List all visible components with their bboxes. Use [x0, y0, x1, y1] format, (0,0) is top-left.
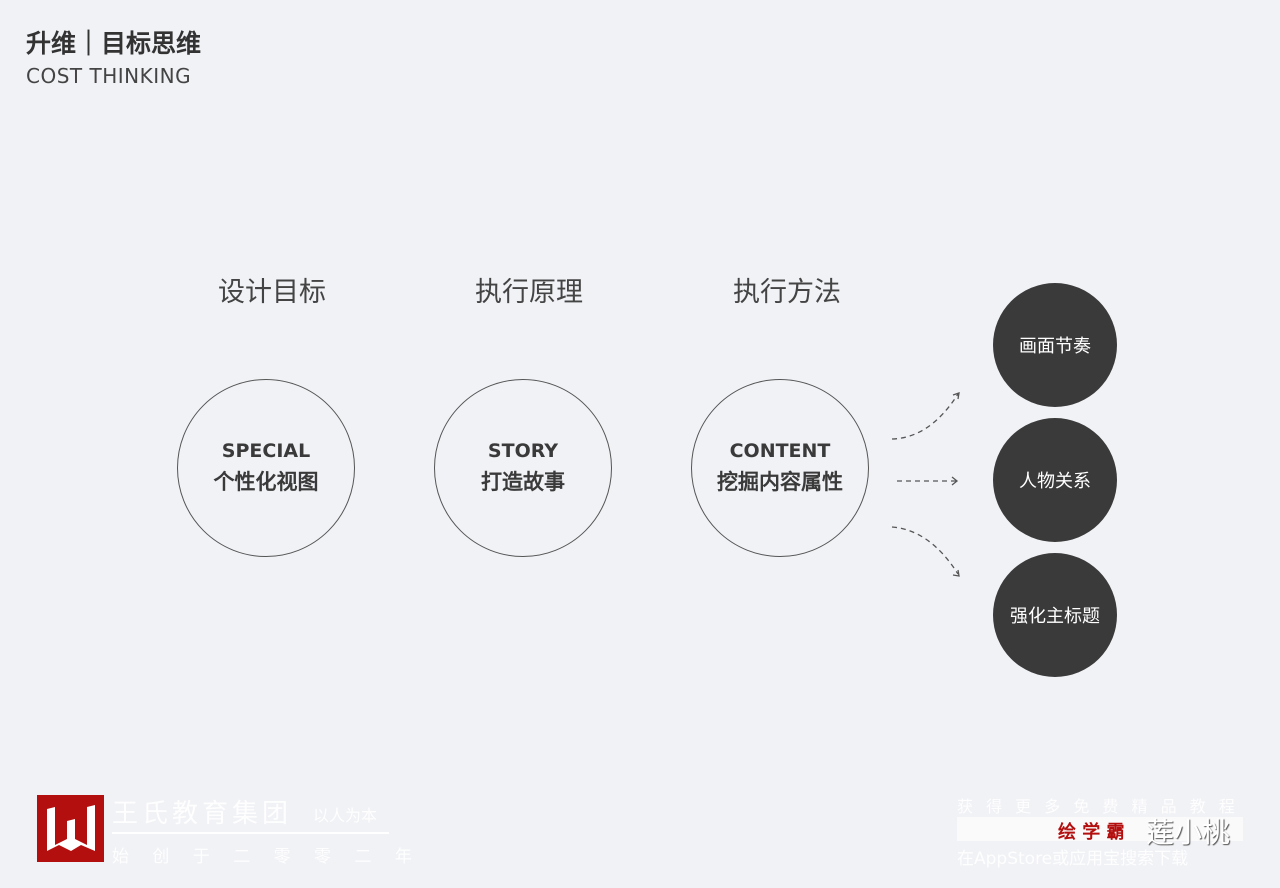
- brand-logo: [37, 795, 104, 862]
- outcome-circle: 画面节奏: [993, 283, 1117, 407]
- brand-name: 王氏教育集团: [112, 799, 293, 829]
- divider: [112, 832, 389, 834]
- circle-cn-label: 打造故事: [481, 470, 565, 494]
- outcome-circle: 强化主标题: [993, 553, 1117, 677]
- outcome-circle: 人物关系: [993, 418, 1117, 542]
- circle-en-label: CONTENT: [729, 440, 831, 462]
- arrow-up: [891, 393, 959, 440]
- circle-cn-label: 个性化视图: [213, 470, 319, 494]
- watermark-bar: [957, 817, 1243, 841]
- goal-circle: SPECIAL 个性化视图: [177, 379, 355, 557]
- principle-circle: STORY 打造故事: [434, 379, 612, 557]
- author-name: 莲小桃: [1146, 816, 1231, 849]
- app-name: 绘 学 霸: [1058, 822, 1125, 843]
- watermark-line1: 获 得 更 多 免 费 精 品 教 程: [957, 797, 1239, 816]
- column-heading: 设计目标: [218, 277, 326, 308]
- page-title: 升维｜目标思维: [26, 29, 202, 58]
- column-heading: 执行原理: [475, 277, 583, 308]
- method-circle: CONTENT 挖掘内容属性: [691, 379, 869, 557]
- circle-en-label: STORY: [487, 440, 559, 462]
- watermark-line3: 在AppStore或应用宝搜索下载: [957, 849, 1189, 869]
- arrow-down: [891, 526, 959, 575]
- dashed-arrows: [891, 392, 960, 577]
- brand-slogan: 以人为本: [313, 806, 378, 825]
- column-heading: 执行方法: [733, 277, 841, 308]
- page-subtitle: COST THINKING: [26, 64, 192, 88]
- founded-text: 始 创 于 二 零 零 二 年: [112, 847, 421, 867]
- circle-cn-label: 挖掘内容属性: [717, 470, 843, 494]
- circle-en-label: SPECIAL: [221, 440, 311, 462]
